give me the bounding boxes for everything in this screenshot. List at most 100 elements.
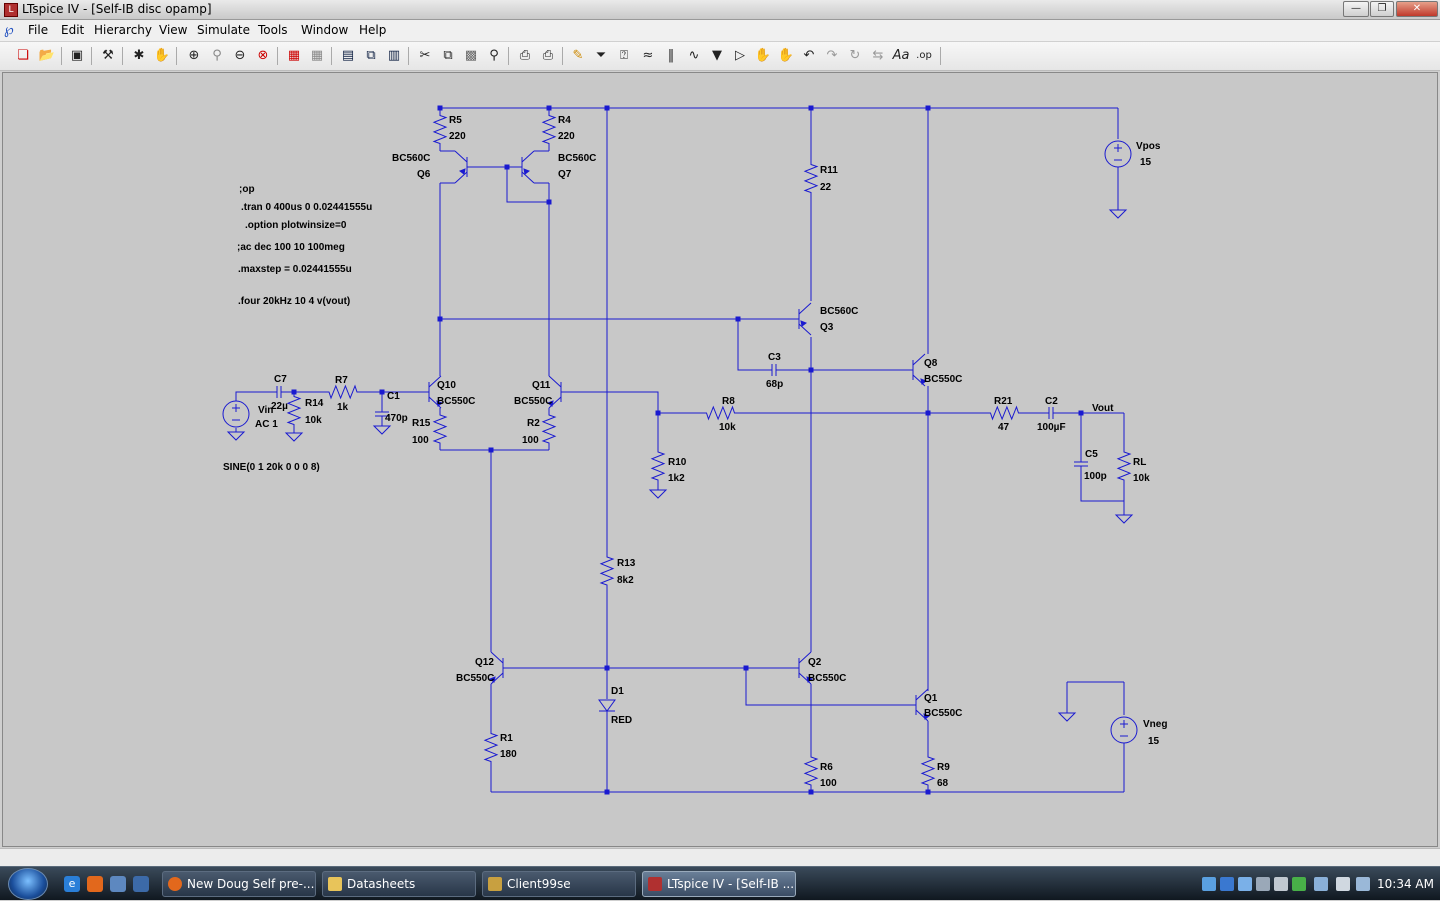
monitor-icon[interactable] (1314, 877, 1328, 891)
r9-value[interactable]: 68 (937, 778, 949, 789)
desktop-icon[interactable] (110, 876, 126, 892)
d1-value[interactable]: RED (611, 715, 632, 726)
q12-name[interactable]: Q12 (475, 657, 494, 668)
rl-symbol[interactable] (1116, 446, 1132, 486)
r2-name[interactable]: R2 (527, 418, 540, 429)
spice-directive-icon[interactable]: .op (916, 50, 932, 61)
menu-window[interactable]: Window (301, 23, 349, 37)
q7-symbol-arrow[interactable] (523, 168, 531, 175)
r2-value[interactable]: 100 (522, 435, 539, 446)
q7-model[interactable]: BC560C (558, 153, 596, 164)
q8-symbol[interactable] (903, 353, 926, 387)
vpos-value[interactable]: 15 (1140, 157, 1152, 168)
q3-symbol-arrow[interactable] (800, 320, 808, 327)
cut-icon[interactable]: ✂ (419, 48, 431, 63)
q11-symbol[interactable] (548, 375, 571, 409)
directive-tran[interactable]: .tran 0 400us 0 0.02441555u (241, 202, 372, 213)
directive-op[interactable]: ;op (239, 184, 255, 195)
c3-name[interactable]: C3 (768, 352, 781, 363)
menu-help[interactable]: Help (359, 23, 387, 37)
r15-symbol[interactable] (432, 408, 448, 450)
q6-symbol-arrow[interactable] (458, 168, 466, 175)
r1-symbol[interactable] (483, 726, 499, 769)
network-icon[interactable] (1202, 877, 1216, 891)
r5-name[interactable]: R5 (449, 115, 462, 126)
ground-symbol[interactable] (226, 428, 246, 441)
q11-name[interactable]: Q11 (532, 380, 551, 391)
q2-model[interactable]: BC550C (808, 673, 846, 684)
autorange-icon[interactable]: ▦ (287, 48, 301, 63)
r9-symbol[interactable] (920, 751, 936, 791)
tile-horizontal-icon[interactable]: ▥ (387, 48, 401, 63)
r10-value[interactable]: 1k2 (668, 473, 685, 484)
capacitor-icon[interactable]: ‖ (667, 48, 675, 63)
taskbar-item-ltspice[interactable]: LTspice IV - [Self-IB ... (642, 871, 796, 897)
ground-symbol[interactable] (1108, 206, 1128, 219)
r13-symbol[interactable] (599, 551, 615, 591)
schematic-canvas[interactable]: ;op .tran 0 400us 0 0.02441555u .option … (2, 72, 1438, 847)
usb-icon[interactable] (1256, 877, 1270, 891)
r6-symbol[interactable] (803, 751, 819, 791)
source-spec-text[interactable]: SINE(0 1 20k 0 0 0 8) (223, 462, 320, 473)
diode-icon[interactable]: ▼ (712, 48, 722, 63)
r8-name[interactable]: R8 (722, 396, 735, 407)
r1-name[interactable]: R1 (500, 733, 513, 744)
ltspice-icon[interactable]: L (4, 3, 18, 17)
r21-symbol[interactable] (988, 405, 1021, 421)
wire[interactable] (1080, 472, 1124, 502)
r1-value[interactable]: 180 (500, 749, 517, 760)
new-schematic-icon[interactable]: ❏ (17, 48, 29, 63)
c7-symbol[interactable] (271, 386, 287, 398)
q7-name[interactable]: Q7 (558, 169, 572, 180)
q6-model[interactable]: BC560C (392, 153, 430, 164)
directive-option[interactable]: .option plotwinsize=0 (245, 220, 347, 231)
switch-windows-icon[interactable] (133, 876, 149, 892)
inductor-icon[interactable]: ∿ (688, 48, 700, 63)
c2-symbol[interactable] (1043, 407, 1059, 419)
directive-four[interactable]: .four 20kHz 10 4 v(vout) (238, 296, 350, 307)
q2-symbol[interactable] (789, 651, 812, 685)
q8-symbol-arrow[interactable] (920, 378, 928, 385)
vneg-symbol-sign[interactable] (1120, 720, 1128, 737)
r7-name[interactable]: R7 (335, 375, 348, 386)
r4-value[interactable]: 220 (558, 131, 575, 142)
r7-value[interactable]: 1k (337, 402, 349, 413)
security-icon[interactable] (1292, 877, 1306, 891)
copy-icon[interactable]: ⧉ (443, 48, 453, 63)
ground-symbol[interactable] (284, 429, 304, 442)
vneg-name[interactable]: Vneg (1143, 719, 1167, 730)
c3-symbol[interactable] (766, 364, 782, 376)
directive-ac[interactable]: ;ac dec 100 10 100meg (237, 242, 345, 253)
print-setup-icon[interactable]: ⎙ (519, 48, 531, 63)
grid-icon[interactable]: ▦ (310, 48, 324, 63)
q11-symbol-arrow[interactable] (546, 400, 554, 407)
resistor-icon[interactable]: ≈ (642, 48, 654, 63)
directive-maxstep[interactable]: .maxstep = 0.02441555u (238, 264, 352, 275)
q11-model[interactable]: BC550C (514, 396, 552, 407)
menu-file[interactable]: File (28, 23, 49, 37)
r8-value[interactable]: 10k (719, 422, 736, 433)
q2-name[interactable]: Q2 (808, 657, 822, 668)
r4-name[interactable]: R4 (558, 115, 571, 126)
q10-name[interactable]: Q10 (437, 380, 456, 391)
vpos-symbol-sign[interactable] (1114, 144, 1122, 161)
start-button[interactable] (8, 868, 48, 900)
q12-symbol[interactable] (490, 651, 513, 685)
r6-name[interactable]: R6 (820, 762, 833, 773)
q10-symbol[interactable] (419, 375, 442, 409)
wire[interactable] (235, 391, 271, 401)
r15-name[interactable]: R15 (412, 418, 431, 429)
q6-symbol[interactable] (454, 150, 477, 184)
component-symbols[interactable] (222, 108, 1138, 791)
vneg-value[interactable]: 15 (1148, 736, 1160, 747)
r13-name[interactable]: R13 (617, 558, 636, 569)
r15-value[interactable]: 100 (412, 435, 429, 446)
zoom-in-icon[interactable]: ⊕ (188, 48, 200, 63)
text-icon[interactable]: Aa (892, 48, 910, 63)
q6-name[interactable]: Q6 (417, 169, 431, 180)
firefox-icon[interactable] (87, 876, 103, 892)
draw-wire-icon[interactable]: ✎ (572, 48, 584, 63)
find-icon[interactable]: ⚲ (489, 48, 499, 63)
r14-symbol[interactable] (286, 392, 302, 429)
q8-name[interactable]: Q8 (924, 358, 938, 369)
